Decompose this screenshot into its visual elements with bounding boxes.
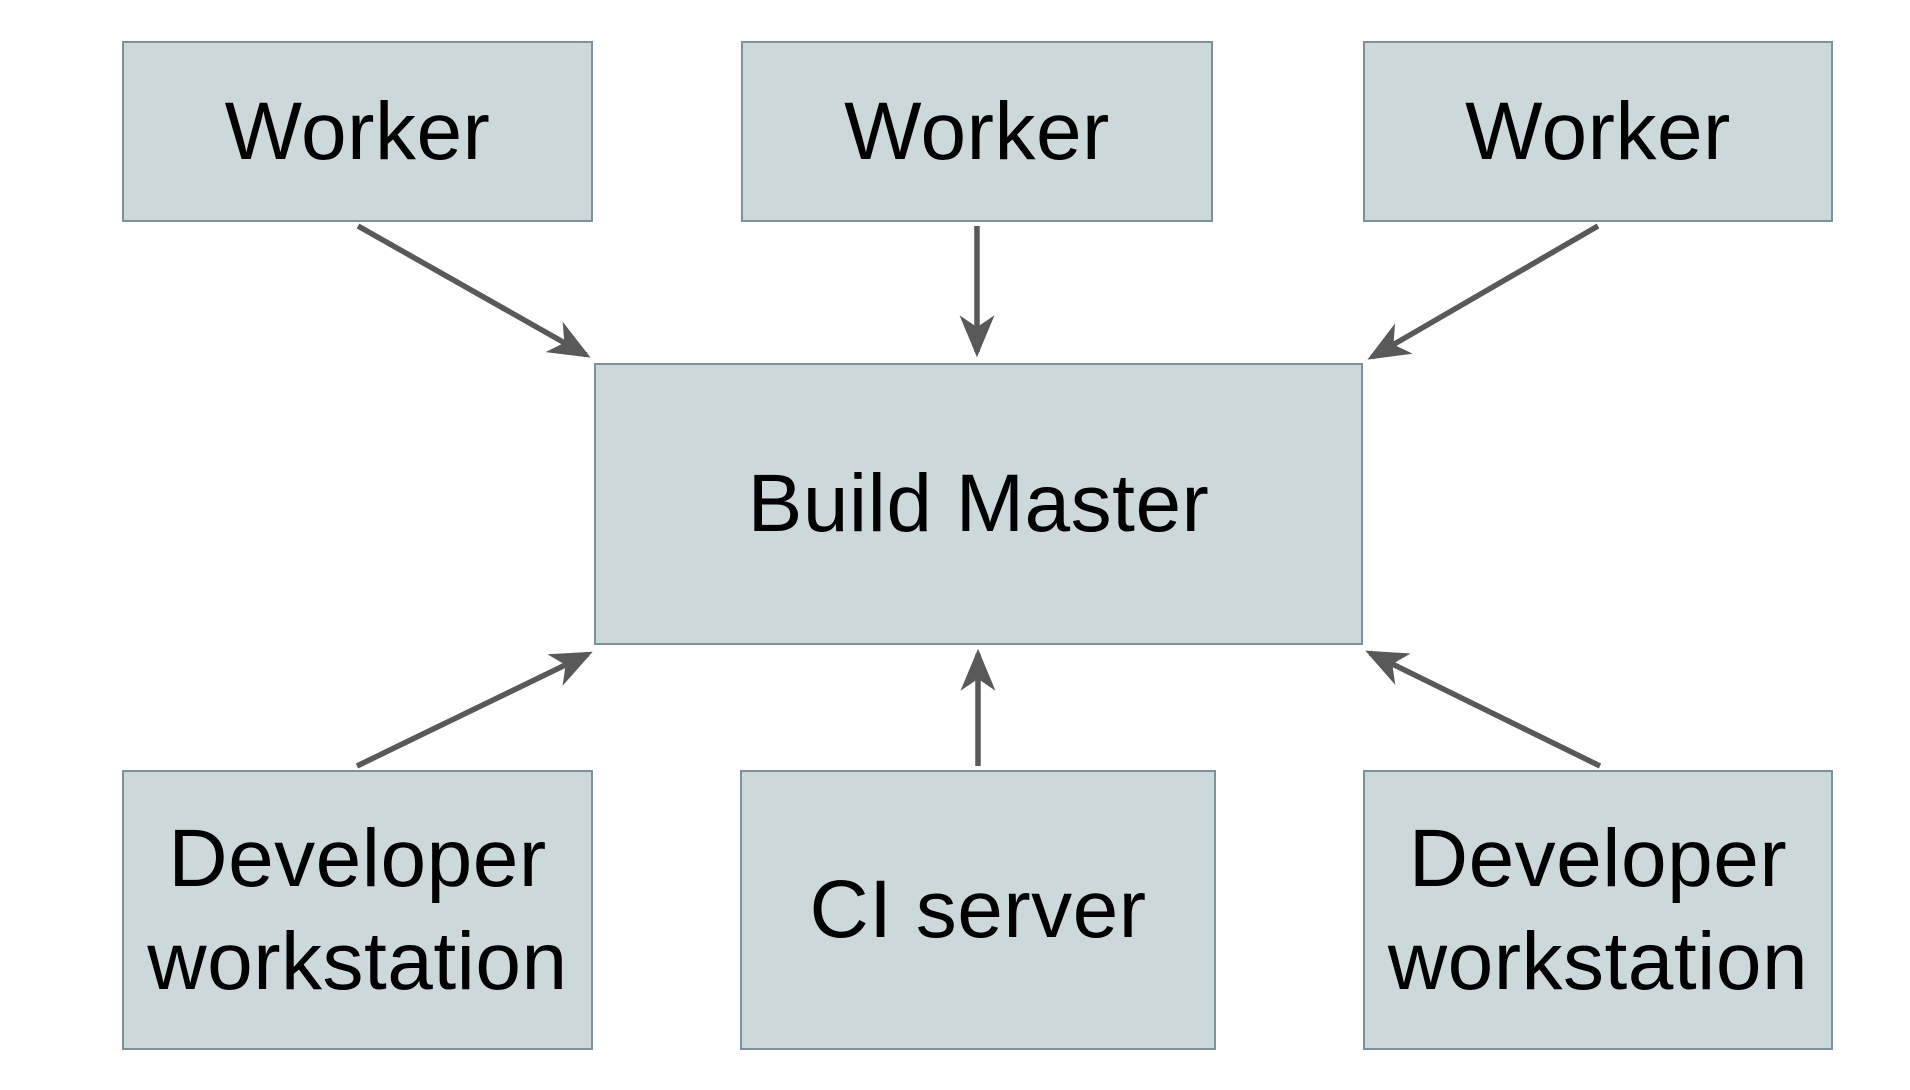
node-build-master: Build Master (594, 363, 1363, 645)
node-worker-left-label: Worker (224, 85, 491, 177)
node-build-master-label: Build Master (747, 458, 1210, 550)
node-developer-workstation-left: Developer workstation (122, 770, 593, 1050)
node-developer-workstation-right-label: Developer workstation (1387, 812, 1809, 1007)
node-worker-middle-label: Worker (844, 85, 1110, 177)
node-worker-right: Worker (1363, 41, 1833, 222)
node-developer-workstation-left-label: Developer workstation (147, 812, 568, 1007)
node-worker-right-label: Worker (1465, 85, 1731, 177)
node-developer-workstation-right: Developer workstation (1363, 770, 1833, 1050)
arrow-worker-right-to-build-master (1367, 223, 1600, 360)
arrow-developer-workstation-right-to-build-master (1365, 650, 1602, 769)
node-worker-middle: Worker (741, 41, 1213, 222)
node-ci-server-label: CI server (809, 864, 1147, 956)
arrow-developer-workstation-left-to-build-master (355, 651, 593, 769)
arrow-worker-left-to-build-master (356, 223, 591, 358)
node-ci-server: CI server (740, 770, 1216, 1050)
node-worker-left: Worker (122, 41, 593, 222)
